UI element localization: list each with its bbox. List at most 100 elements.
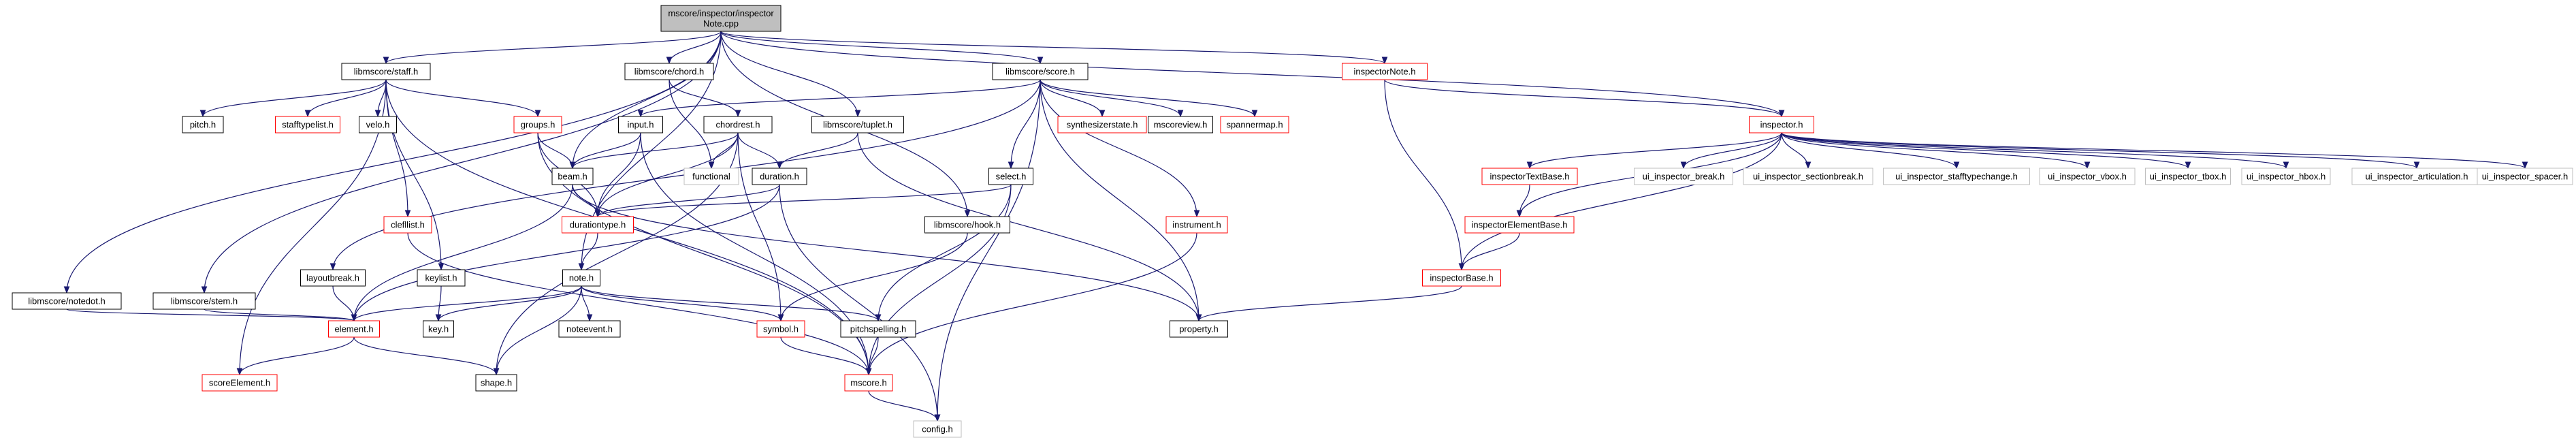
node-label-pitchspelling: pitchspelling.h — [850, 324, 906, 334]
node-element[interactable]: element.h — [328, 320, 380, 338]
node-shape[interactable]: shape.h — [475, 374, 517, 392]
node-box-velo — [359, 116, 397, 133]
edge-root-to-stem — [204, 31, 722, 293]
node-label-note: note.h — [569, 273, 594, 283]
node-box-stafftypelist — [275, 116, 340, 133]
edge-duration-to-durationtype — [598, 184, 780, 217]
node-inspectorNote[interactable]: inspectorNote.h — [1342, 63, 1428, 80]
node-box-chord — [624, 63, 714, 80]
node-pitchspelling[interactable]: pitchspelling.h — [840, 320, 916, 338]
node-box-inspectorNote — [1342, 63, 1428, 80]
node-clefllist[interactable]: clefllist.h — [383, 216, 432, 234]
node-label-groups: groups.h — [521, 120, 556, 130]
node-pitch[interactable]: pitch.h — [182, 116, 224, 133]
node-notedot[interactable]: libmscore/notedot.h — [12, 292, 122, 310]
edge-chordrest-to-beam — [573, 132, 739, 169]
node-instrument[interactable]: instrument.h — [1165, 216, 1228, 234]
edge-notedot-to-element — [66, 309, 354, 321]
edge-score-to-property — [1040, 79, 1199, 321]
node-label-root: Note.cpp — [703, 18, 739, 29]
node-label-score: libmscore/score.h — [1005, 67, 1075, 77]
node-tuplet[interactable]: libmscore/tuplet.h — [811, 116, 904, 133]
edge-pitchspelling-to-mscore — [869, 336, 879, 375]
node-symbol[interactable]: symbol.h — [756, 320, 805, 338]
edge-root-to-inspectorNote — [720, 31, 1385, 64]
node-label-ui_hbox: ui_inspector_hbox.h — [2247, 172, 2325, 182]
node-label-stafftypelist: stafftypelist.h — [282, 120, 334, 130]
node-label-inspector: inspector.h — [1760, 120, 1803, 130]
node-select[interactable]: select.h — [988, 168, 1033, 185]
node-inspectorBase[interactable]: inspectorBase.h — [1422, 269, 1501, 287]
node-label-ui_break: ui_inspector_break.h — [1643, 172, 1725, 182]
node-label-staff: libmscore/staff.h — [354, 67, 418, 77]
edge-note-to-key — [438, 285, 582, 321]
node-noteevent[interactable]: noteevent.h — [558, 320, 621, 338]
node-mscore[interactable]: mscore.h — [844, 374, 893, 392]
edge-chordrest-to-functional — [711, 132, 739, 169]
node-layoutbreak[interactable]: layoutbreak.h — [300, 269, 366, 287]
node-score[interactable]: libmscore/score.h — [992, 63, 1089, 80]
node-box-keylist — [417, 269, 466, 287]
edge-root-to-chord — [669, 31, 722, 64]
edge-inspector-to-inspectorBase — [1462, 132, 1782, 270]
node-stem[interactable]: libmscore/stem.h — [152, 292, 256, 310]
node-box-select — [988, 168, 1033, 185]
node-inspector[interactable]: inspector.h — [1749, 116, 1814, 133]
node-input[interactable]: input.h — [618, 116, 663, 133]
node-label-tuplet: libmscore/tuplet.h — [823, 120, 892, 130]
node-beam[interactable]: beam.h — [551, 168, 594, 185]
node-box-score — [992, 63, 1089, 80]
node-staff[interactable]: libmscore/staff.h — [341, 63, 431, 80]
node-box-durationtype — [562, 216, 634, 234]
edge-layoutbreak-to-element — [332, 285, 354, 321]
node-label-layoutbreak: layoutbreak.h — [306, 273, 359, 283]
node-property[interactable]: property.h — [1170, 320, 1228, 338]
node-velo[interactable]: velo.h — [359, 116, 397, 133]
node-label-duration: duration.h — [760, 172, 799, 182]
node-hook[interactable]: libmscore/hook.h — [924, 216, 1010, 234]
edge-staff-to-keylist — [385, 79, 441, 270]
node-label-inspectorElementBase: inspectorElementBase.h — [1472, 220, 1568, 230]
node-ui_tbox: ui_inspector_tbox.h — [2145, 168, 2231, 185]
edge-element-to-shape — [353, 336, 496, 375]
edge-inspector-to-ui_stafftypechange — [1781, 132, 1957, 169]
node-inspectorTextBase[interactable]: inspectorTextBase.h — [1481, 168, 1578, 185]
node-box-pitchspelling — [840, 320, 916, 338]
node-box-inspector — [1749, 116, 1814, 133]
edge-score-to-select — [1011, 79, 1041, 168]
node-box-ui_hbox — [2241, 168, 2331, 185]
node-box-pitch — [182, 116, 224, 133]
edge-duration-to-config — [779, 184, 937, 421]
node-duration[interactable]: duration.h — [752, 168, 807, 185]
edge-inspector-to-ui_sectionbreak — [1781, 132, 1808, 169]
node-spannermap[interactable]: spannermap.h — [1220, 116, 1289, 133]
node-durationtype[interactable]: durationtype.h — [562, 216, 634, 234]
edge-keylist-to-key — [438, 285, 442, 321]
node-label-inspectorBase: inspectorBase.h — [1430, 273, 1493, 283]
node-box-notedot — [12, 292, 122, 310]
node-stafftypelist[interactable]: stafftypelist.h — [275, 116, 340, 133]
edge-chordrest-to-symbol — [737, 132, 781, 321]
node-label-ui_sectionbreak: ui_inspector_sectionbreak.h — [1753, 172, 1863, 182]
edge-inspector-to-ui_vbox — [1781, 132, 2087, 169]
node-label-ui_tbox: ui_inspector_tbox.h — [2150, 172, 2227, 182]
edge-chordrest-to-durationtype — [598, 132, 739, 217]
node-box-ui_stafftypechange — [1883, 168, 2030, 185]
node-groups[interactable]: groups.h — [513, 116, 562, 133]
edge-root-to-staff — [386, 31, 722, 64]
node-mscoreview[interactable]: mscoreview.h — [1148, 116, 1213, 133]
edge-inspectorElementBase-to-inspectorBase — [1462, 232, 1520, 270]
node-inspectorElementBase[interactable]: inspectorElementBase.h — [1464, 216, 1575, 234]
node-label-input: input.h — [627, 120, 654, 130]
node-scoreElement[interactable]: scoreElement.h — [202, 374, 278, 392]
node-note[interactable]: note.h — [562, 269, 600, 287]
node-chordrest[interactable]: chordrest.h — [703, 116, 773, 133]
node-key[interactable]: key.h — [423, 320, 454, 338]
node-box-hook — [924, 216, 1010, 234]
node-chord[interactable]: libmscore/chord.h — [624, 63, 714, 80]
node-keylist[interactable]: keylist.h — [417, 269, 466, 287]
node-synthesizerstate[interactable]: synthesizerstate.h — [1057, 116, 1147, 133]
node-label-beam: beam.h — [558, 172, 587, 182]
edge-chord-to-chordrest — [669, 79, 738, 117]
edge-hook-to-symbol — [781, 232, 968, 321]
